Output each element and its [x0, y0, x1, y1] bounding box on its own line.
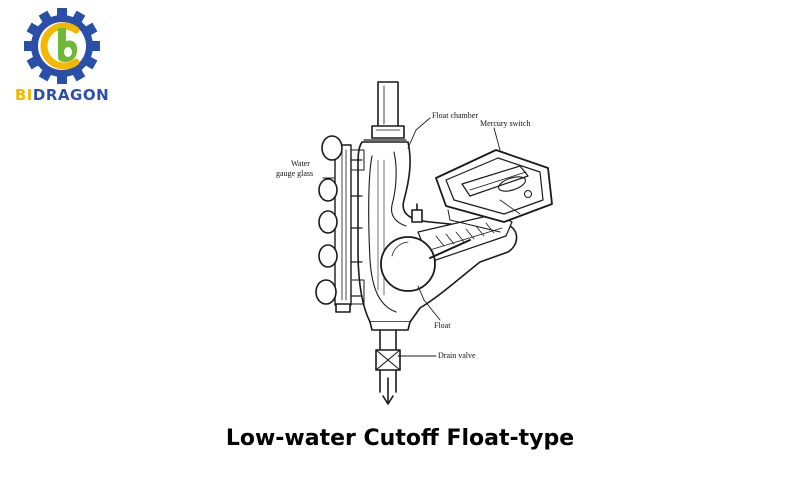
gear-tooth — [26, 22, 42, 38]
gear-tooth — [24, 41, 36, 51]
brand-logo: BIDRAGON — [14, 8, 110, 108]
gear-tooth — [70, 10, 86, 26]
diagram-caption: Low-water Cutoff Float-type — [225, 426, 575, 451]
gear-tooth — [26, 54, 42, 70]
brand-name-suffix: DRAGON — [32, 86, 110, 104]
brand-name: BIDRAGON — [14, 86, 110, 104]
brand-name-prefix: BI — [14, 86, 33, 104]
leader-lines — [322, 117, 501, 357]
float-ball — [380, 236, 471, 292]
gear-tooth — [70, 66, 86, 82]
label-mercury-switch: Mercury switch — [480, 119, 530, 128]
label-drain-valve: Drain valve — [438, 351, 476, 360]
top-pipe — [371, 81, 405, 139]
gear-tooth — [57, 72, 67, 84]
label-water-gauge-line2: gauge glass — [276, 169, 313, 178]
label-water-gauge-line1: Water — [291, 159, 310, 168]
gear-tooth — [82, 54, 98, 70]
water-gauge-glass — [315, 135, 365, 313]
gear-tooth — [38, 10, 54, 26]
gear-tooth — [57, 8, 67, 20]
mercury-switch-housing — [435, 149, 553, 233]
gear-tooth — [82, 22, 98, 38]
gear-logo-icon — [24, 8, 100, 84]
low-water-cutoff-diagram: Float chamber Mercury switch Water gauge… — [276, 81, 553, 405]
drain-pipe — [375, 329, 401, 405]
gear-tooth — [88, 41, 100, 51]
gear-tooth — [38, 66, 54, 82]
label-float: Float — [434, 321, 451, 330]
label-float-chamber: Float chamber — [432, 111, 478, 120]
